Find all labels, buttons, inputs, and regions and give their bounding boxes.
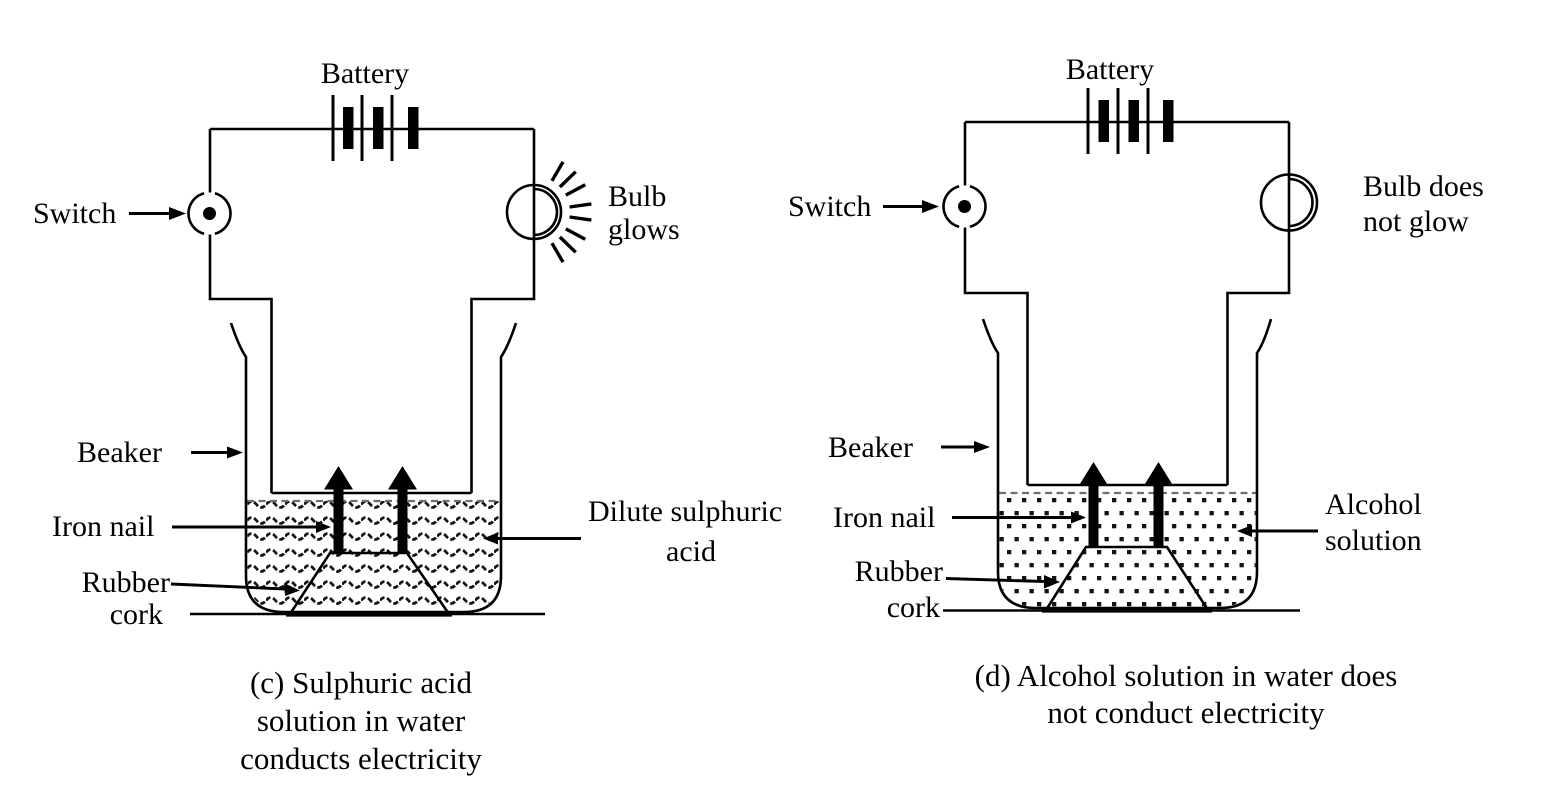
iron-nail-label: Iron nail: [52, 510, 154, 543]
bulb-state-label-line2: not glow: [1363, 205, 1469, 238]
caption-c-line1: (c) Sulphuric acid: [250, 665, 473, 700]
cork-outline: [288, 551, 451, 615]
label-arrows: [129, 207, 581, 596]
switch-label: Switch: [33, 197, 116, 230]
iron-nail-right: [1144, 462, 1173, 547]
switch-arrowhead: [922, 200, 939, 213]
solution-label-line1: Alcohol: [1325, 488, 1422, 521]
label-arrows: [883, 200, 1318, 589]
panel-c: Battery Switch Bulb glows Beaker Iron na…: [33, 57, 782, 776]
right-wire: [470, 129, 536, 493]
beaker-outline: [981, 318, 1273, 610]
iron-nail-left: [1079, 462, 1108, 547]
beaker-outline: [229, 322, 518, 614]
left-wire-lower: [963, 227, 1029, 485]
switch-label: Switch: [788, 190, 871, 223]
bulb-globe: [505, 183, 563, 241]
bulb-globe: [1259, 173, 1319, 232]
panel-d: Battery Switch Bulb does not glow Beaker…: [788, 53, 1484, 730]
battery-symbol: [1086, 88, 1174, 154]
rubber-cork-arrow: [170, 582, 286, 591]
bulb-symbol: [1259, 173, 1319, 232]
iron-nail-right: [388, 466, 417, 553]
battery-short-plate: [373, 107, 384, 149]
battery-short-plate: [1128, 100, 1139, 142]
rubber-cork-arrowhead: [284, 583, 300, 596]
bulb-symbol: [505, 160, 592, 264]
caption-d-line2: not conduct electricity: [1047, 695, 1325, 730]
rubber-cork-arrowhead: [1044, 575, 1060, 589]
beaker-arrowhead: [227, 446, 243, 459]
switch-knob: [203, 207, 216, 220]
beaker-label: Beaker: [77, 436, 162, 469]
switch-symbol: [187, 191, 232, 236]
bulb-filament-arc: [533, 187, 559, 237]
rubber-cork-label-line1: Rubber: [855, 555, 943, 588]
solution-label-line2: acid: [666, 535, 716, 568]
battery-short-plate: [1098, 100, 1109, 142]
iron-nail-arrowhead: [1071, 511, 1086, 524]
glow-rays: [550, 160, 592, 264]
caption-c-line3: conducts electricity: [240, 741, 482, 776]
glow-ray: [569, 202, 592, 209]
beaker-arrowhead: [974, 441, 990, 453]
bulb-filament-arc: [1288, 177, 1314, 228]
battery-short-plate: [1163, 100, 1174, 142]
rubber-cork-label-line1: Rubber: [82, 566, 170, 599]
glow-ray: [558, 170, 577, 189]
glow-ray: [565, 227, 586, 241]
switch-arrowhead: [169, 207, 186, 220]
glow-ray: [558, 235, 577, 254]
switch-ring: [214, 191, 232, 236]
battery-short-plate: [408, 107, 419, 149]
solution-arrowhead: [1237, 525, 1252, 537]
cork-outline: [1044, 545, 1210, 611]
solution-label-line2: solution: [1325, 524, 1422, 557]
battery-label: Battery: [321, 57, 409, 90]
iron-nail-left: [324, 466, 353, 553]
caption-c-line2: solution in water: [257, 703, 466, 738]
glow-ray: [565, 183, 586, 197]
solution-arrowhead: [483, 532, 498, 545]
right-wire: [1226, 122, 1291, 485]
switch-symbol: [942, 184, 987, 229]
switch-knob: [958, 200, 971, 213]
glow-ray: [550, 160, 565, 182]
switch-ring: [969, 184, 987, 229]
beaker-label: Beaker: [828, 431, 913, 464]
rubber-cork-label-line2: cork: [887, 591, 940, 624]
battery-symbol: [331, 95, 419, 161]
bulb-state-label-line1: Bulb: [608, 180, 666, 213]
switch-ring: [187, 191, 205, 236]
battery-short-plate: [343, 107, 354, 149]
rubber-cork-arrow: [945, 577, 1046, 583]
left-wire-lower: [208, 234, 273, 493]
rubber-cork-label-line2: cork: [110, 598, 163, 631]
alcohol-solution-liquid: [999, 493, 1256, 607]
glow-ray: [569, 215, 592, 222]
battery-label: Battery: [1066, 53, 1154, 86]
iron-nail-arrowhead: [316, 521, 331, 533]
switch-ring: [942, 184, 960, 229]
glow-ray: [550, 242, 565, 264]
iron-nail-label: Iron nail: [833, 501, 935, 534]
solution-label-line1: Dilute sulphuric: [588, 495, 782, 528]
caption-d-line1: (d) Alcohol solution in water does: [975, 658, 1398, 693]
bulb-state-label-line1: Bulb does: [1363, 170, 1484, 203]
bulb-state-label-line2: glows: [608, 213, 680, 246]
